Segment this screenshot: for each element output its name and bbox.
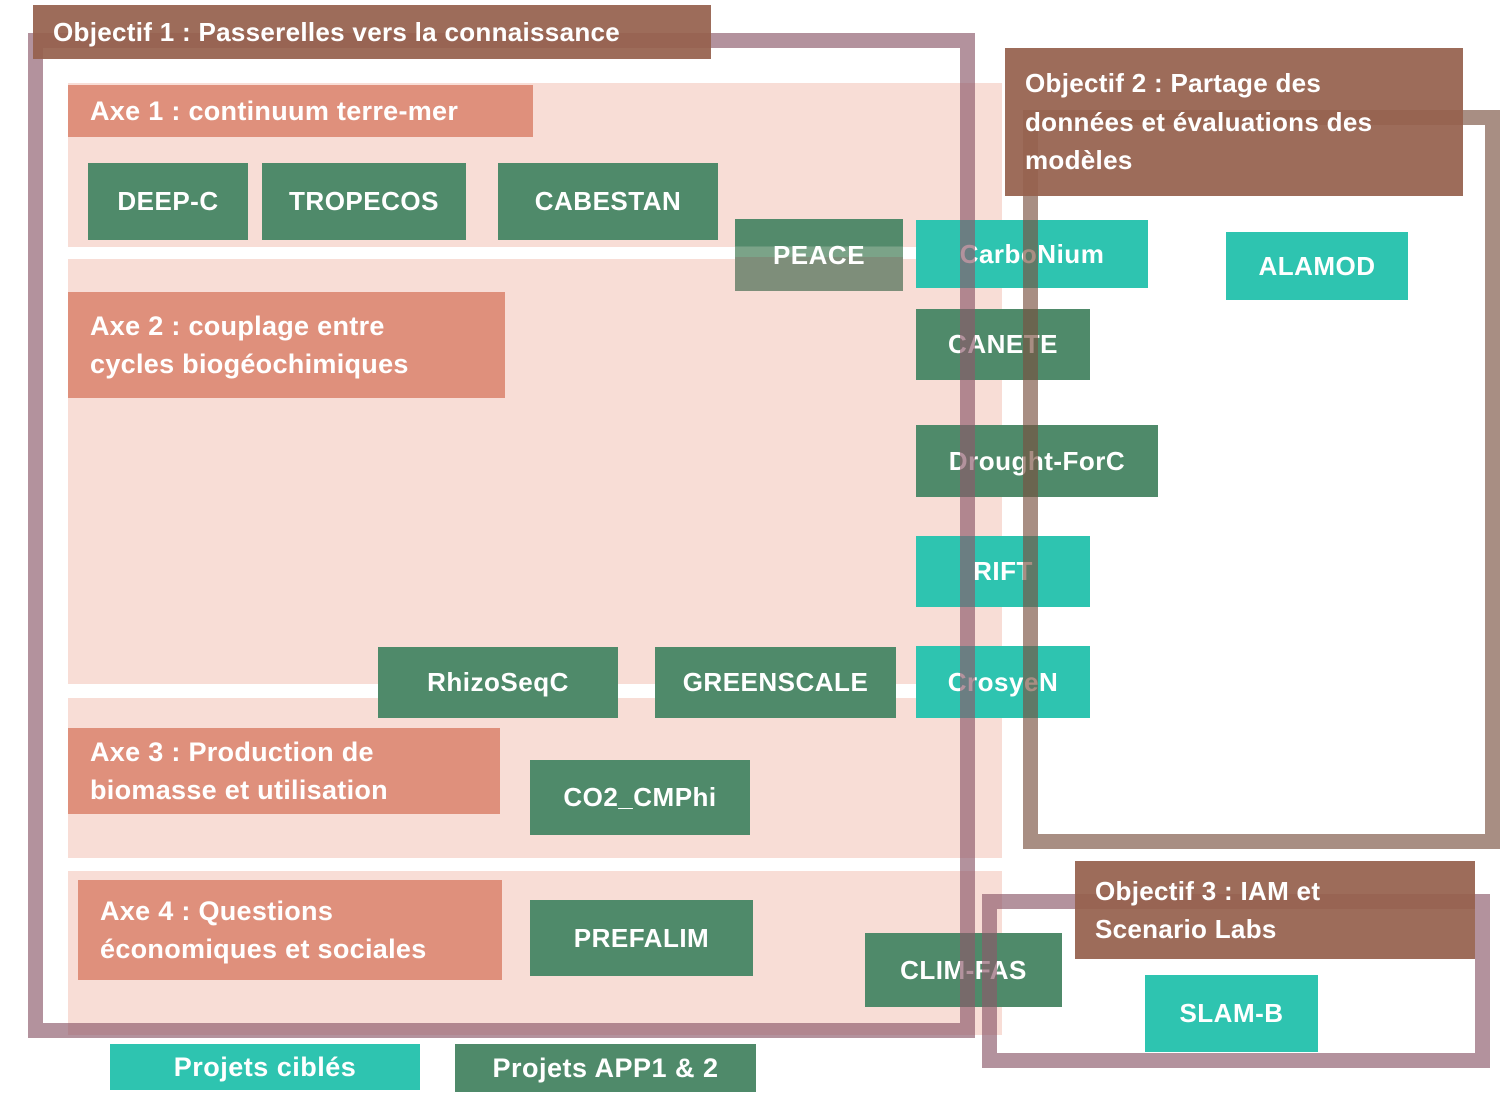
objective2-title-line2: données et évaluations des xyxy=(1025,106,1373,137)
project-cabestan: CABESTAN xyxy=(498,163,718,240)
objective3-title-line1: Objectif 3 : IAM et xyxy=(1095,875,1321,906)
objective1-header: Objectif 1 : Passerelles vers la connais… xyxy=(33,5,711,59)
legend-app-projects: Projets APP1 & 2 xyxy=(455,1044,756,1092)
objective3-title-line2: Scenario Labs xyxy=(1095,914,1277,944)
project-tropecos: TROPECOS xyxy=(262,163,466,240)
axe1-label: Axe 1 : continuum terre-mer xyxy=(68,85,533,137)
axe2-label: Axe 2 : couplage entre cycles biogéochim… xyxy=(68,292,505,398)
axe4-label: Axe 4 : Questions économiques et sociale… xyxy=(78,880,502,980)
axe3-label-line2: biomasse et utilisation xyxy=(90,775,388,805)
project-slam-b: SLAM-B xyxy=(1145,975,1318,1052)
project-peace: PEACE xyxy=(735,219,903,291)
project-greenscale: GREENSCALE xyxy=(655,647,896,718)
axe2-label-line1: Axe 2 : couplage entre xyxy=(90,310,385,341)
objective2-header: Objectif 2 : Partage des données et éval… xyxy=(1005,48,1463,196)
project-crosyen: CrosyeN xyxy=(916,646,1090,718)
axe3-label-line1: Axe 3 : Production de xyxy=(90,736,374,767)
project-rhizoseqc: RhizoSeqC xyxy=(378,647,618,718)
project-alamod: ALAMOD xyxy=(1226,232,1408,300)
objective2-title-line3: modèles xyxy=(1025,145,1133,176)
objective2-frame xyxy=(1023,110,1500,849)
axe3-label: Axe 3 : Production de biomasse et utilis… xyxy=(68,728,500,814)
objective2-title-line1: Objectif 2 : Partage des xyxy=(1025,68,1322,99)
axe1-label-text: Axe 1 : continuum terre-mer xyxy=(90,95,459,126)
project-deep-c: DEEP-C xyxy=(88,163,248,240)
axe2-label-line2: cycles biogéochimiques xyxy=(90,349,409,379)
objective1-title: Objectif 1 : Passerelles vers la connais… xyxy=(53,16,621,47)
objective1-frame xyxy=(28,33,975,1038)
project-rift: RIFT xyxy=(916,536,1090,607)
legend-targeted-projects: Projets ciblés xyxy=(110,1044,420,1090)
objective3-header: Objectif 3 : IAM et Scenario Labs xyxy=(1075,861,1475,959)
axe4-label-line2: économiques et sociales xyxy=(100,934,427,964)
project-prefalim: PREFALIM xyxy=(530,900,753,976)
project-co2-cmphi: CO2_CMPhi xyxy=(530,760,750,835)
axe4-label-line1: Axe 4 : Questions xyxy=(100,895,334,926)
